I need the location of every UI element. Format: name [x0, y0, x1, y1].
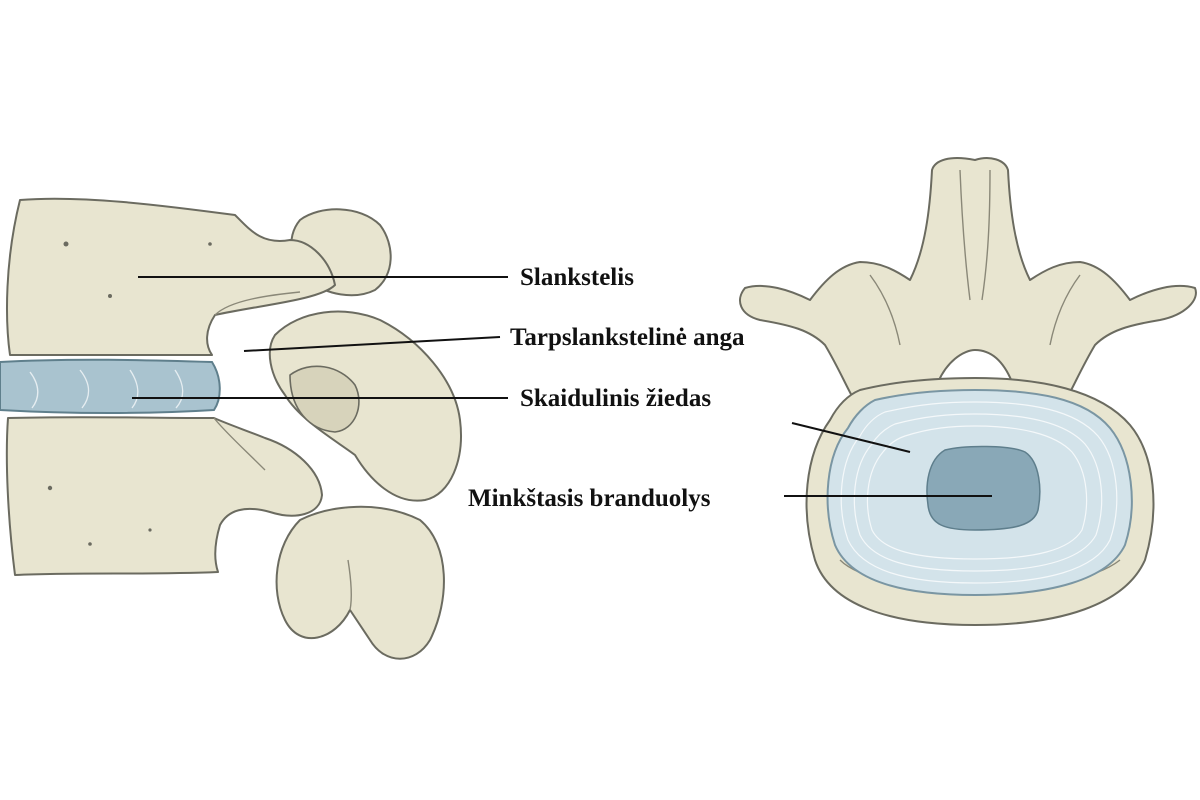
right-facet-groove — [1049, 274, 1081, 346]
label-annulus: Skaidulinis žiedas — [520, 385, 711, 412]
annulus-lamella — [840, 401, 1118, 584]
leader-line-annulus-right — [791, 422, 911, 453]
bone-pore — [47, 485, 53, 491]
upper-facet-shadow — [289, 365, 360, 433]
lower-spinous-process — [275, 505, 445, 660]
bone-pore — [108, 294, 112, 298]
lateral-spine-illustration — [0, 197, 462, 660]
leader-line-foramen — [243, 336, 501, 352]
bone-pore — [88, 542, 92, 546]
spinous-process-ridge — [959, 169, 991, 301]
label-vertebra: Slankstelis — [520, 264, 634, 291]
disc-texture — [29, 369, 184, 409]
bone-pore — [148, 528, 152, 532]
bone-pore — [63, 241, 69, 247]
axial-vertebra-illustration — [739, 157, 1197, 626]
annulus-lamella — [866, 425, 1088, 560]
label-foramen: Tarpslankstelinė anga — [510, 324, 745, 351]
nucleus-pulposus — [926, 445, 1041, 531]
left-facet-groove — [869, 274, 901, 346]
label-nucleus: Minkštasis branduolys — [468, 485, 711, 512]
lower-process-crease — [347, 559, 353, 611]
lower-vertebral-body — [5, 416, 323, 576]
lower-body-contour — [213, 417, 266, 471]
intervertebral-disc-side — [0, 358, 221, 414]
bone-pore — [208, 242, 212, 246]
annulus-lamella — [853, 413, 1103, 572]
upper-body-contour — [214, 291, 301, 316]
